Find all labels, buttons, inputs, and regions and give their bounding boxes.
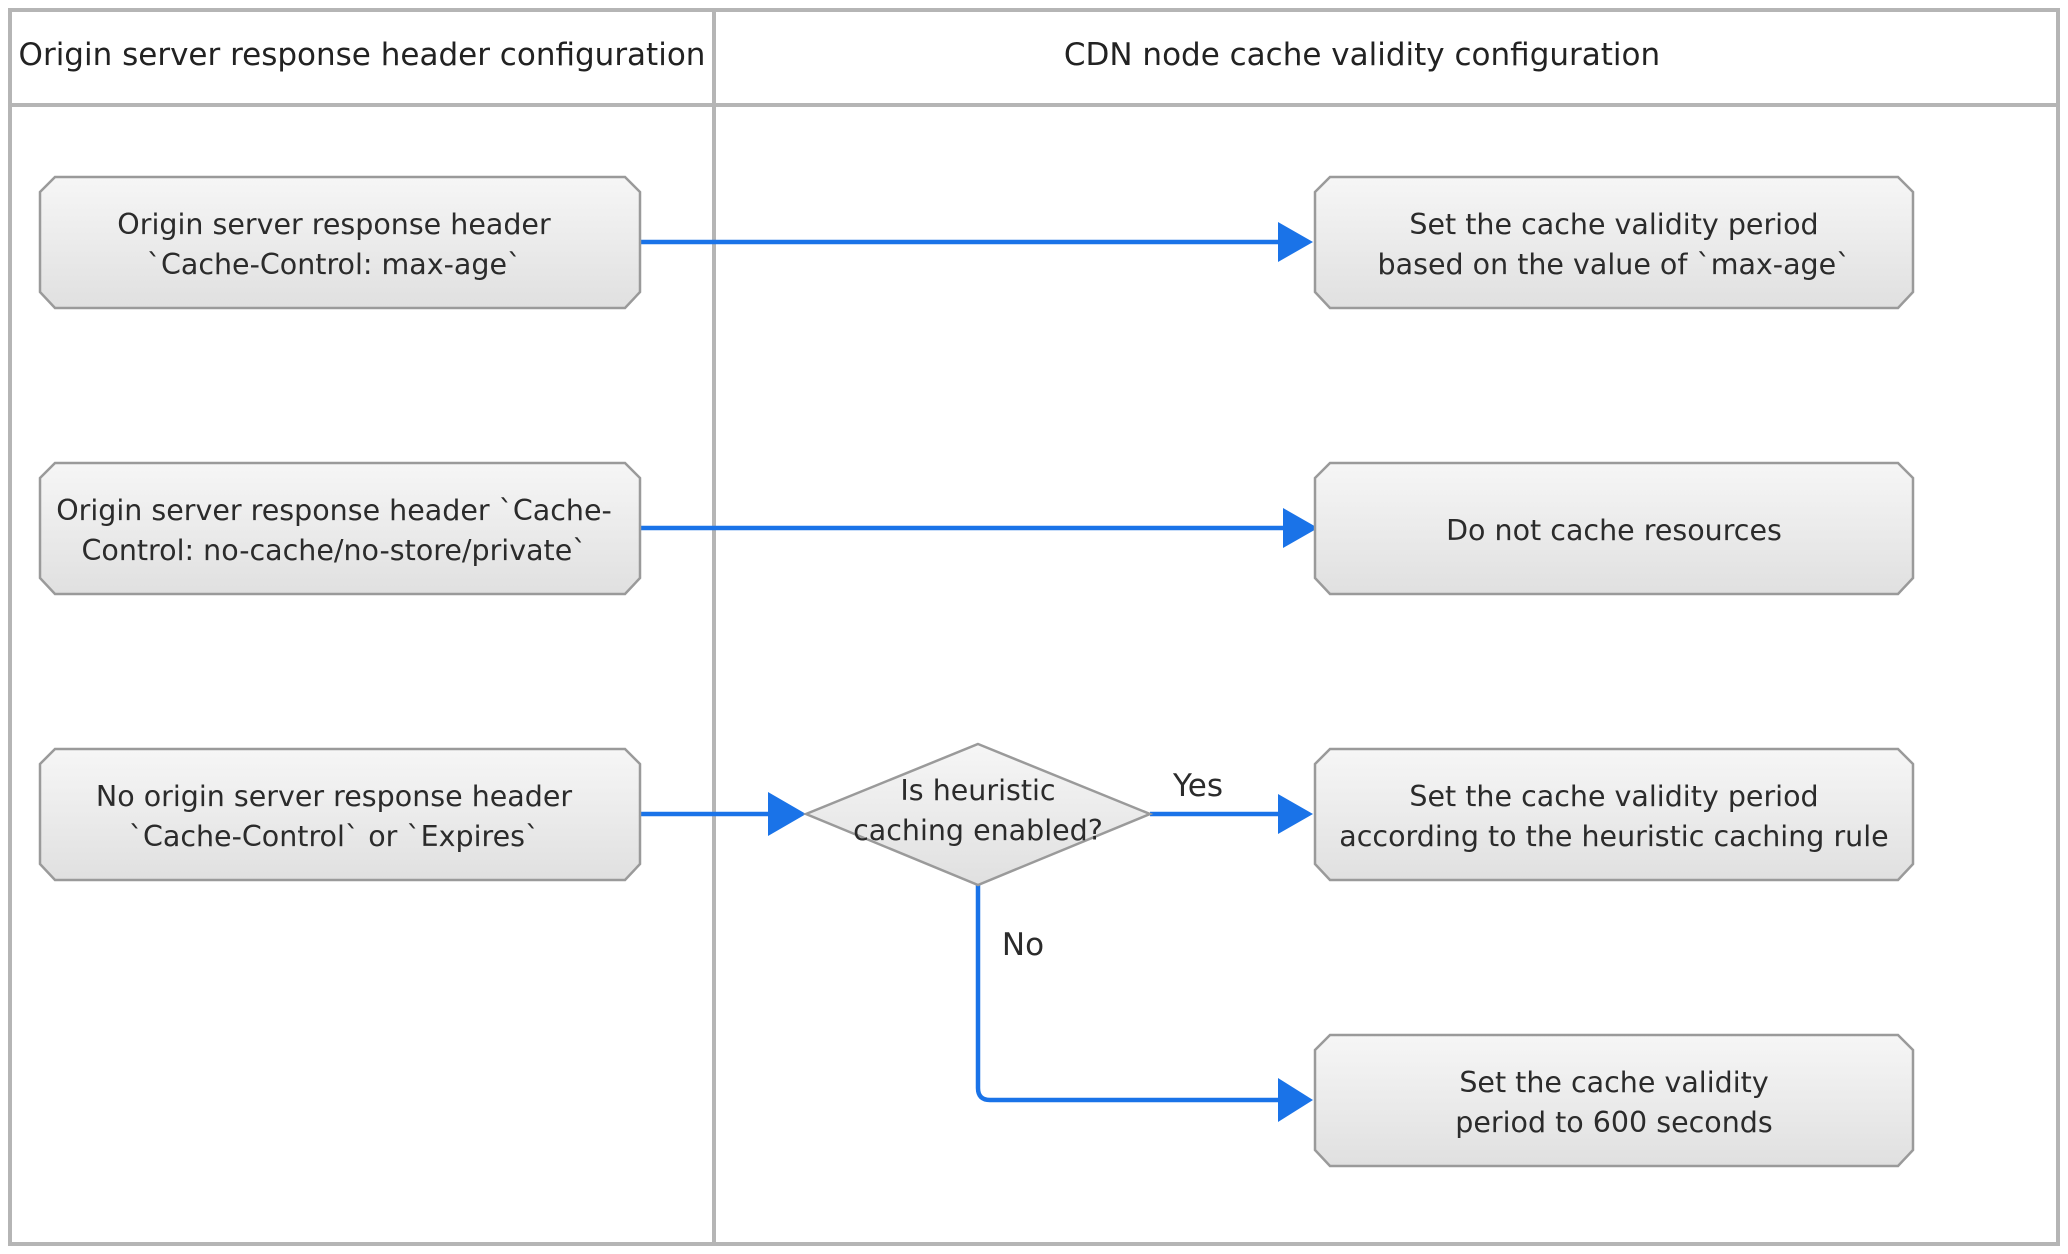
- node-text-line2: `Cache-Control` or `Expires`: [129, 820, 540, 853]
- node-result-600: Set the cache validity period to 600 sec…: [1313, 1033, 1915, 1168]
- node-text-line2: Control: no-cache/no-store/private`: [81, 534, 586, 567]
- arrowhead-max-age: [1278, 222, 1313, 262]
- arrowhead-decision: [768, 792, 806, 836]
- decision-text-line2: caching enabled?: [853, 814, 1103, 847]
- node-origin-max-age: Origin server response header `Cache-Con…: [38, 175, 642, 310]
- node-result-heuristic: Set the cache validity period according …: [1313, 747, 1915, 882]
- node-text-line1: Set the cache validity: [1459, 1066, 1769, 1099]
- node-box: [1313, 1033, 1915, 1168]
- edge-no: [975, 885, 1285, 1103]
- node-origin-no-cache: Origin server response header `Cache- Co…: [38, 461, 642, 596]
- node-box: [38, 747, 642, 882]
- arrowhead-no: [1278, 1078, 1313, 1122]
- swimlane-frame: [8, 8, 2060, 1246]
- node-origin-none: No origin server response header `Cache-…: [38, 747, 642, 882]
- arrowhead-yes: [1278, 794, 1313, 834]
- arrowhead-no-cache: [1283, 508, 1318, 548]
- node-text-line1: Set the cache validity period: [1409, 780, 1818, 813]
- node-result-no-cache: Do not cache resources: [1313, 461, 1915, 596]
- node-text-line1: No origin server response header: [96, 780, 572, 813]
- node-box: [1313, 747, 1915, 882]
- left-lane-title: Origin server response header configurat…: [19, 37, 706, 73]
- right-lane-title: CDN node cache validity configuration: [1064, 37, 1660, 73]
- node-text-line1: Set the cache validity period: [1409, 208, 1818, 241]
- decision-diamond: [802, 742, 1154, 887]
- node-result-max-age: Set the cache validity period based on t…: [1313, 175, 1915, 310]
- connectors: [640, 222, 1318, 1122]
- yes-label: Yes: [1172, 768, 1223, 804]
- node-text-line1: Do not cache resources: [1446, 514, 1782, 547]
- node-box: [1313, 461, 1915, 596]
- node-text-line1: Origin server response header `Cache-: [56, 494, 612, 527]
- node-text-line2: period to 600 seconds: [1455, 1106, 1772, 1139]
- decision-text-line1: Is heuristic: [900, 774, 1055, 807]
- outer-border: [8, 8, 2060, 1246]
- decision-heuristic: Is heuristic caching enabled?: [802, 742, 1154, 887]
- node-box: [38, 175, 642, 310]
- node-box: [1313, 175, 1915, 310]
- node-text-line2: based on the value of `max-age`: [1378, 248, 1851, 281]
- node-text-line1: Origin server response header: [117, 208, 551, 241]
- node-text-line2: `Cache-Control: max-age`: [147, 248, 522, 281]
- node-text-line2: according to the heuristic caching rule: [1339, 820, 1888, 853]
- node-box: [38, 461, 642, 596]
- no-label: No: [1002, 927, 1044, 963]
